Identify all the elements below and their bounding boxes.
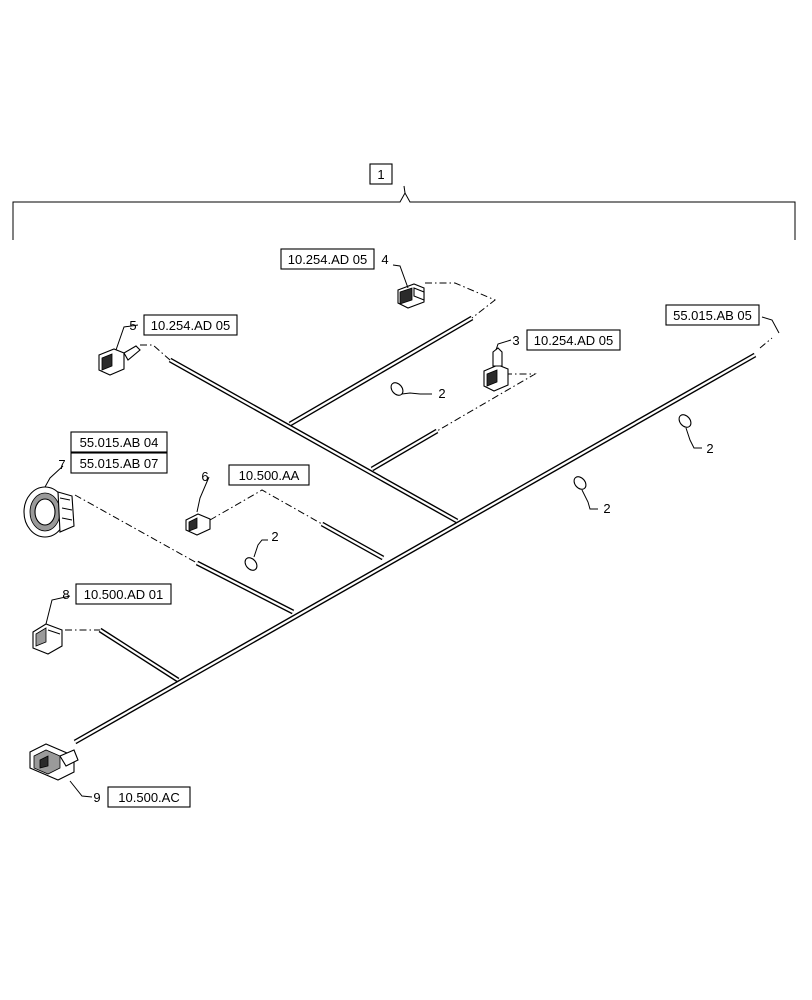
callout-item-7: 55.015.AB 04 7 55.015.AB 07 bbox=[58, 431, 168, 474]
harness-wires bbox=[73, 315, 757, 745]
callout-end-ref: 55.015.AB 05 bbox=[665, 304, 760, 326]
harness-wire bbox=[196, 562, 294, 613]
connector-4-icon bbox=[397, 283, 425, 309]
callout-item-5: 5 10.254.AD 05 bbox=[129, 314, 238, 336]
connector-dash-lines bbox=[65, 282, 773, 631]
callout-8-number: 8 bbox=[62, 587, 69, 602]
callout-7-number: 7 bbox=[58, 457, 65, 472]
assembly-item-number: 1 bbox=[377, 167, 384, 182]
callout-8-ref: 10.500.AD 01 bbox=[84, 587, 164, 602]
tie-strap-number: 2 bbox=[438, 386, 445, 401]
callout-item-6: 6 10.500.AA bbox=[201, 464, 310, 486]
round-connector-7-icon bbox=[23, 486, 75, 538]
callout-6-ref: 10.500.AA bbox=[239, 468, 300, 483]
assembly-bracket: 1 bbox=[12, 163, 796, 240]
end-ref-label: 55.015.AB 05 bbox=[673, 308, 752, 323]
callout-4-number: 4 bbox=[381, 252, 388, 267]
harness-wire bbox=[99, 629, 179, 681]
tie-strap-number: 2 bbox=[706, 441, 713, 456]
callout-item-4: 10.254.AD 05 4 bbox=[280, 248, 389, 270]
callout-leaders bbox=[44, 264, 780, 798]
tie-strap-number: 2 bbox=[271, 529, 278, 544]
connector-6-icon bbox=[185, 513, 211, 536]
callout-4-ref: 10.254.AD 05 bbox=[288, 252, 368, 267]
callout-9-ref: 10.500.AC bbox=[118, 790, 179, 805]
harness-wire bbox=[321, 523, 384, 559]
callout-3-number: 3 bbox=[512, 333, 519, 348]
callout-item-3: 3 10.254.AD 05 bbox=[512, 329, 621, 351]
callout-item-9: 9 10.500.AC bbox=[93, 786, 191, 808]
callout-item-8: 8 10.500.AD 01 bbox=[62, 583, 172, 605]
harness-wire bbox=[289, 317, 473, 425]
connector-9-icon bbox=[29, 743, 79, 781]
callout-6-number: 6 bbox=[201, 469, 208, 484]
harness-wire bbox=[169, 359, 458, 522]
callout-7-ref-1: 55.015.AB 04 bbox=[80, 435, 159, 450]
tie-strap-labels: 2 2 2 2 bbox=[271, 386, 713, 544]
tie-straps bbox=[244, 382, 702, 571]
harness-wire bbox=[371, 430, 438, 470]
tie-strap-number: 2 bbox=[603, 501, 610, 516]
callout-5-number: 5 bbox=[129, 318, 136, 333]
callout-7-ref-2: 55.015.AB 07 bbox=[80, 456, 159, 471]
harness-wire bbox=[74, 354, 756, 743]
callout-9-number: 9 bbox=[93, 790, 100, 805]
callout-5-ref: 10.254.AD 05 bbox=[151, 318, 231, 333]
connector-3-icon bbox=[483, 347, 509, 392]
callout-3-ref: 10.254.AD 05 bbox=[534, 333, 614, 348]
connector-8-icon bbox=[32, 623, 63, 655]
connector-5-icon bbox=[98, 345, 141, 376]
